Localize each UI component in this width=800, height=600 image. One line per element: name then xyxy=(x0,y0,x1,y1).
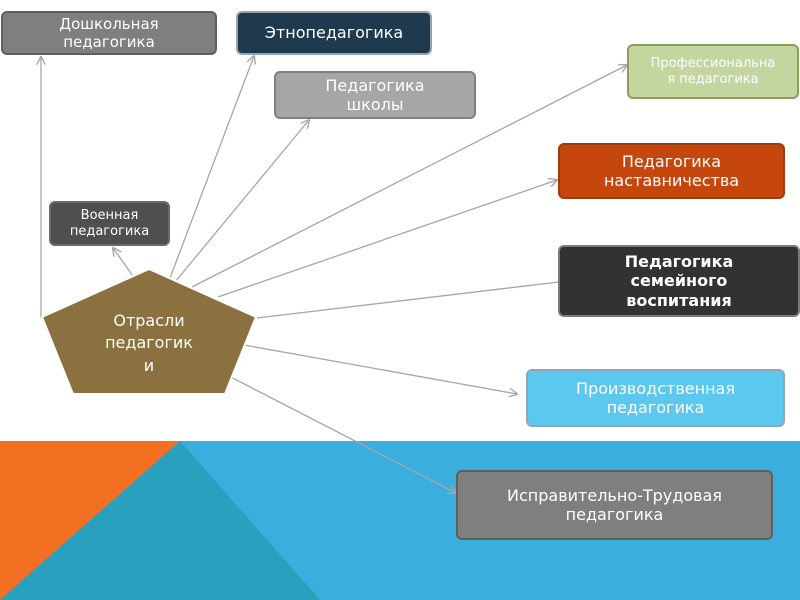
branch-ispravit: Исправительно-Трудовая педагогика xyxy=(456,470,773,540)
arrow-to-professional xyxy=(191,65,627,288)
teal-triangle xyxy=(0,441,320,600)
branch-shkoly: Педагогика школы xyxy=(274,71,476,119)
arrow-to-proizvod xyxy=(243,344,517,394)
center-pentagon xyxy=(41,268,257,395)
branch-proizvod-label: Производственная педагогика xyxy=(576,378,735,417)
branch-nastav-label: Педагогика наставничества xyxy=(603,151,740,190)
branch-etno-label: Этнопедагогика xyxy=(264,23,404,43)
branch-semeinogo: Педагогика семейного воспитания xyxy=(558,245,800,317)
branch-semeinogo-label: Педагогика семейного воспитания xyxy=(624,252,734,310)
branch-voennaya: Военная педагогика xyxy=(49,201,170,246)
branch-professional: Профессиональна я педагогика xyxy=(627,44,799,99)
branch-professional-label: Профессиональна я педагогика xyxy=(650,55,776,87)
arrow-to-etno xyxy=(169,56,254,279)
arrow-to-semeinogo xyxy=(256,281,567,319)
branch-proizvod: Производственная педагогика xyxy=(526,369,785,427)
center-label: Отрасли педагогик и xyxy=(105,311,193,375)
branch-etno: Этнопедагогика xyxy=(236,11,432,55)
branch-voennaya-label: Военная педагогика xyxy=(69,207,150,239)
branch-shkoly-label: Педагогика школы xyxy=(325,75,425,114)
branch-doshkolnaya-label: Дошкольная педагогика xyxy=(59,15,159,51)
arrow-to-nastav xyxy=(217,180,557,298)
center-pentagon-shape xyxy=(41,268,257,395)
arrow-to-voennaya xyxy=(113,248,134,277)
branch-doshkolnaya: Дошкольная педагогика xyxy=(1,11,217,55)
arrow-to-shkoly xyxy=(174,120,309,283)
branch-nastav: Педагогика наставничества xyxy=(558,143,785,199)
branch-ispravit-label: Исправительно-Трудовая педагогика xyxy=(507,485,722,524)
arrow-to-ispravit xyxy=(222,372,456,493)
